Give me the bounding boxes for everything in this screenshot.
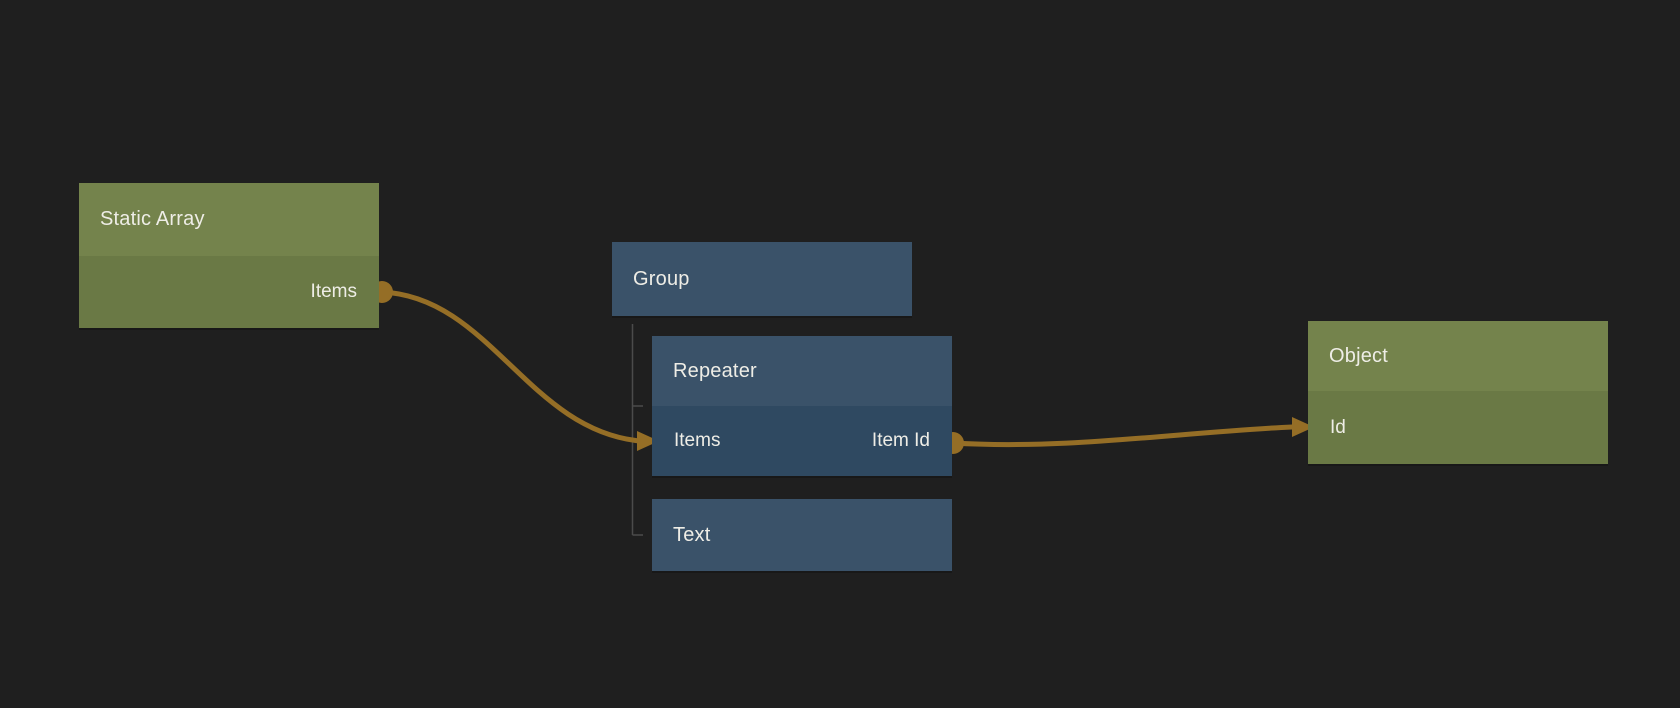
output-label-item-id: Item Id — [871, 430, 930, 451]
node-group-header[interactable]: Group — [612, 242, 912, 316]
node-repeater[interactable]: Repeater Items Item Id — [652, 336, 952, 476]
node-object-title: Object — [1329, 344, 1389, 367]
node-object-header[interactable]: Object — [1308, 321, 1608, 391]
node-repeater-row-items[interactable]: Items Item Id — [652, 406, 952, 476]
connection-repeater-object[interactable] — [950, 417, 1314, 448]
node-text-header[interactable]: Text — [652, 499, 952, 571]
node-static-array[interactable]: Static Array Items — [79, 183, 379, 328]
node-static-array-header[interactable]: Static Array — [79, 183, 379, 256]
group-children-connector — [631, 324, 643, 536]
connection-staticarray-repeater[interactable] — [379, 289, 659, 451]
node-object-row-id[interactable]: Id — [1308, 391, 1608, 464]
wire-item-id[interactable] — [950, 424, 1295, 448]
node-static-array-title: Static Array — [100, 208, 205, 230]
arrowhead-repeater-items — [637, 431, 659, 451]
node-object[interactable]: Object Id — [1308, 321, 1608, 464]
wire-items[interactable] — [379, 289, 643, 444]
node-group-title: Group — [633, 267, 690, 290]
arrowhead-object-id — [1292, 417, 1314, 437]
output-label-items: Items — [310, 281, 357, 302]
node-text-title: Text — [673, 523, 711, 546]
input-label-id: Id — [1330, 416, 1346, 438]
node-repeater-header[interactable]: Repeater — [652, 336, 952, 406]
input-label-items: Items — [674, 430, 721, 451]
node-static-array-row-items[interactable]: Items — [79, 256, 379, 328]
node-group[interactable]: Group — [612, 242, 912, 316]
node-repeater-title: Repeater — [673, 359, 757, 382]
node-text[interactable]: Text — [652, 499, 952, 571]
